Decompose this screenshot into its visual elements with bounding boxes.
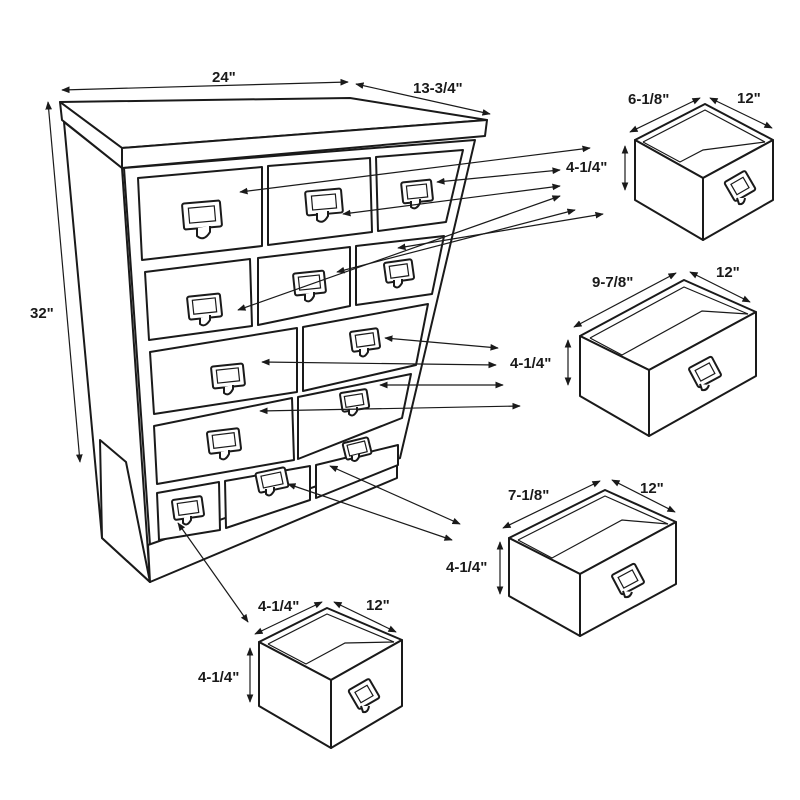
drawer-width-label: 6-1/8": [628, 91, 669, 108]
height-dimension-line: [45, 101, 83, 463]
drawer-depth-label: 12": [737, 90, 761, 107]
drawer-small-bottom: 4-1/4" 12" 4-1/4": [198, 597, 403, 749]
leader-arrows: [177, 145, 604, 623]
drawer-depth-label: 12": [716, 264, 740, 281]
drawer-depth-label: 12": [366, 597, 390, 614]
handle-icon: [206, 427, 242, 461]
drawer-height-label: 4-1/4": [446, 559, 487, 576]
handle-icon: [210, 362, 246, 396]
dresser-top-front-edge: [121, 119, 488, 169]
drawer-width-label: 9-7/8": [592, 274, 633, 291]
drawer-medium: 7-1/8" 12" 4-1/4": [446, 479, 677, 637]
drawer-depth-label: 12": [640, 480, 664, 497]
drawer-width-label: 7-1/8": [508, 487, 549, 504]
drawer-large: 9-7/8" 12" 4-1/4": [510, 264, 757, 437]
handle-icon: [341, 436, 373, 462]
drawer-width-label: 4-1/4": [258, 598, 299, 615]
handle-icon: [171, 495, 205, 526]
dresser-depth-label: 13-3/4": [413, 80, 463, 97]
width-dimension-line: [61, 78, 349, 94]
drawer-small-top: 6-1/8" 12" 4-1/4": [566, 90, 774, 241]
drawer-height-label: 4-1/4": [198, 669, 239, 686]
drawer-height-label: 4-1/4": [510, 355, 551, 372]
dresser-width-label: 24": [212, 69, 236, 86]
handle-icon: [347, 678, 381, 714]
handle-icon: [611, 562, 645, 599]
handle-icon: [723, 170, 757, 206]
dresser: 24" 13-3/4" 32": [30, 69, 491, 583]
depth-dimension-line: [355, 82, 491, 116]
handle-icon: [186, 292, 223, 327]
drawer-height-label: 4-1/4": [566, 159, 607, 176]
handle-icon: [688, 355, 722, 392]
drawer-front: [297, 373, 412, 460]
handle-icon: [181, 199, 223, 240]
handle-icon: [349, 327, 381, 358]
dresser-height-label: 32": [30, 305, 54, 322]
handle-icon: [254, 466, 290, 497]
